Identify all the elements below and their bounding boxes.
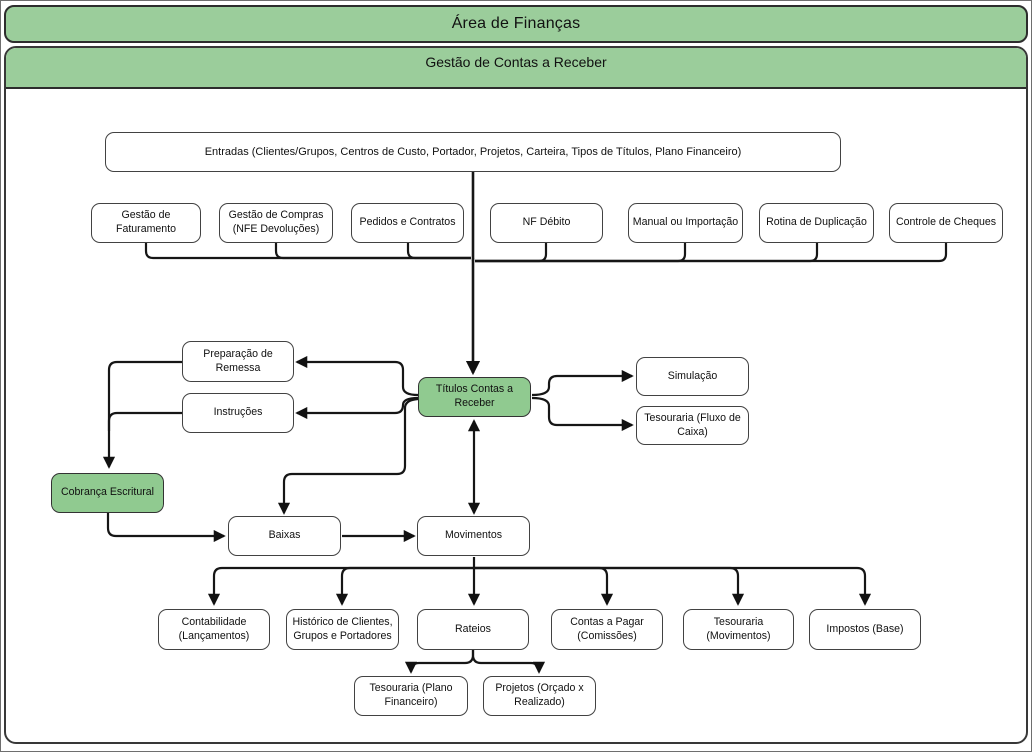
node-entradas: Entradas (Clientes/Grupos, Centros de Cu… — [105, 132, 841, 172]
node-contabilidade: Contabilidade (Lançamentos) — [158, 609, 270, 650]
node-gestao-faturamento: Gestão de Faturamento — [91, 203, 201, 243]
area-financas-banner: Área de Finanças — [4, 5, 1028, 43]
node-tesouraria-fluxo-caixa: Tesouraria (Fluxo de Caixa) — [636, 406, 749, 445]
node-nf-debito: NF Débito — [490, 203, 603, 243]
node-rotina-duplicacao: Rotina de Duplicação — [759, 203, 874, 243]
node-rateios: Rateios — [417, 609, 529, 650]
node-gestao-compras: Gestão de Compras (NFE Devoluções) — [219, 203, 333, 243]
node-cobranca-escritural: Cobrança Escritural — [51, 473, 164, 513]
node-tesouraria-plano: Tesouraria (Plano Financeiro) — [354, 676, 468, 716]
node-projetos: Projetos (Orçado x Realizado) — [483, 676, 596, 716]
node-historico-clientes: Histórico de Clientes, Grupos e Portador… — [286, 609, 399, 650]
node-pedidos-contratos: Pedidos e Contratos — [351, 203, 464, 243]
node-contas-pagar: Contas a Pagar (Comissões) — [551, 609, 663, 650]
node-instrucoes: Instruções — [182, 393, 294, 433]
page-title: Área de Finanças — [451, 15, 581, 32]
gestao-contas-banner: Gestão de Contas a Receber — [6, 48, 1026, 89]
node-baixas: Baixas — [228, 516, 341, 556]
node-preparacao-remessa: Preparação de Remessa — [182, 341, 294, 382]
node-tesouraria-movimentos: Tesouraria (Movimentos) — [683, 609, 794, 650]
node-movimentos: Movimentos — [417, 516, 530, 556]
panel-subtitle: Gestão de Contas a Receber — [425, 54, 607, 70]
node-manual-importacao: Manual ou Importação — [628, 203, 743, 243]
node-controle-cheques: Controle de Cheques — [889, 203, 1003, 243]
node-simulacao: Simulação — [636, 357, 749, 396]
node-impostos: Impostos (Base) — [809, 609, 921, 650]
node-titulos-contas-receber: Títulos Contas a Receber — [418, 377, 531, 417]
